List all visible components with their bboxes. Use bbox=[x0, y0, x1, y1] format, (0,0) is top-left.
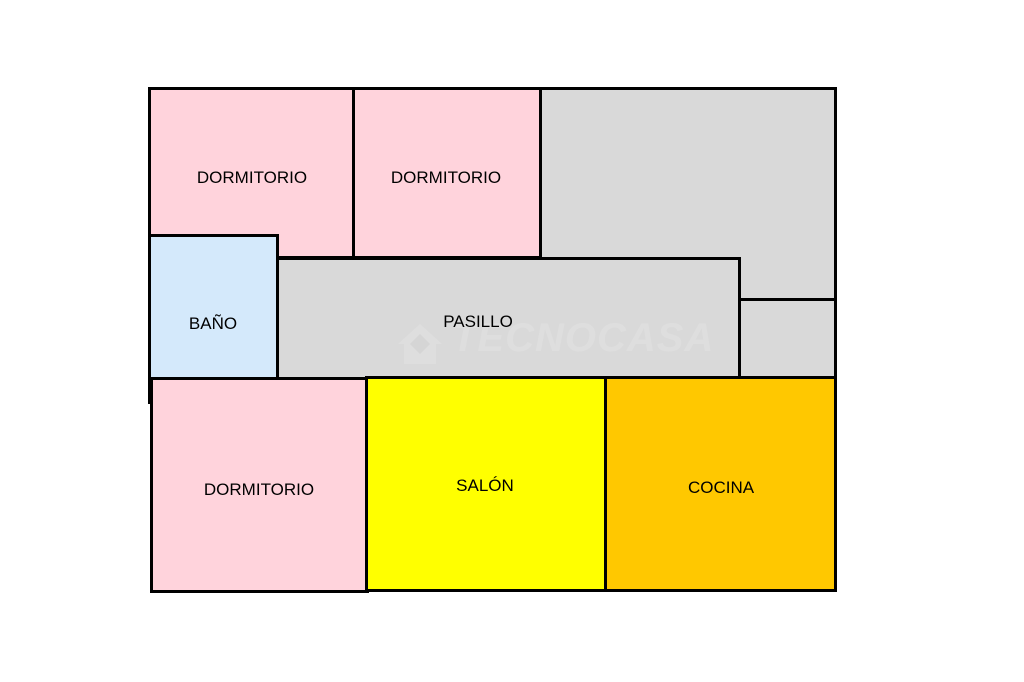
room-dormitorio-3 bbox=[150, 377, 369, 593]
label-salon: SALÓN bbox=[456, 476, 514, 495]
label-pasillo: PASILLO bbox=[443, 312, 513, 331]
room-dormitorio-1 bbox=[148, 87, 356, 259]
room-pasillo bbox=[275, 257, 741, 380]
room-cocina bbox=[604, 376, 837, 592]
label-cocina: COCINA bbox=[687, 478, 755, 497]
label-bano: BAÑO bbox=[188, 314, 238, 333]
label-dormitorio-3: DORMITORIO bbox=[203, 480, 315, 499]
house-icon bbox=[398, 324, 442, 364]
room-gray-lower bbox=[737, 298, 837, 380]
label-dormitorio-1: DORMITORIO bbox=[196, 168, 308, 187]
watermark-brand: TECNOCASA bbox=[452, 316, 715, 360]
watermark-logo: TECNOCASA bbox=[388, 314, 713, 374]
room-bano bbox=[148, 234, 279, 404]
label-dormitorio-2: DORMITORIO bbox=[390, 168, 502, 187]
room-salon bbox=[365, 376, 608, 592]
